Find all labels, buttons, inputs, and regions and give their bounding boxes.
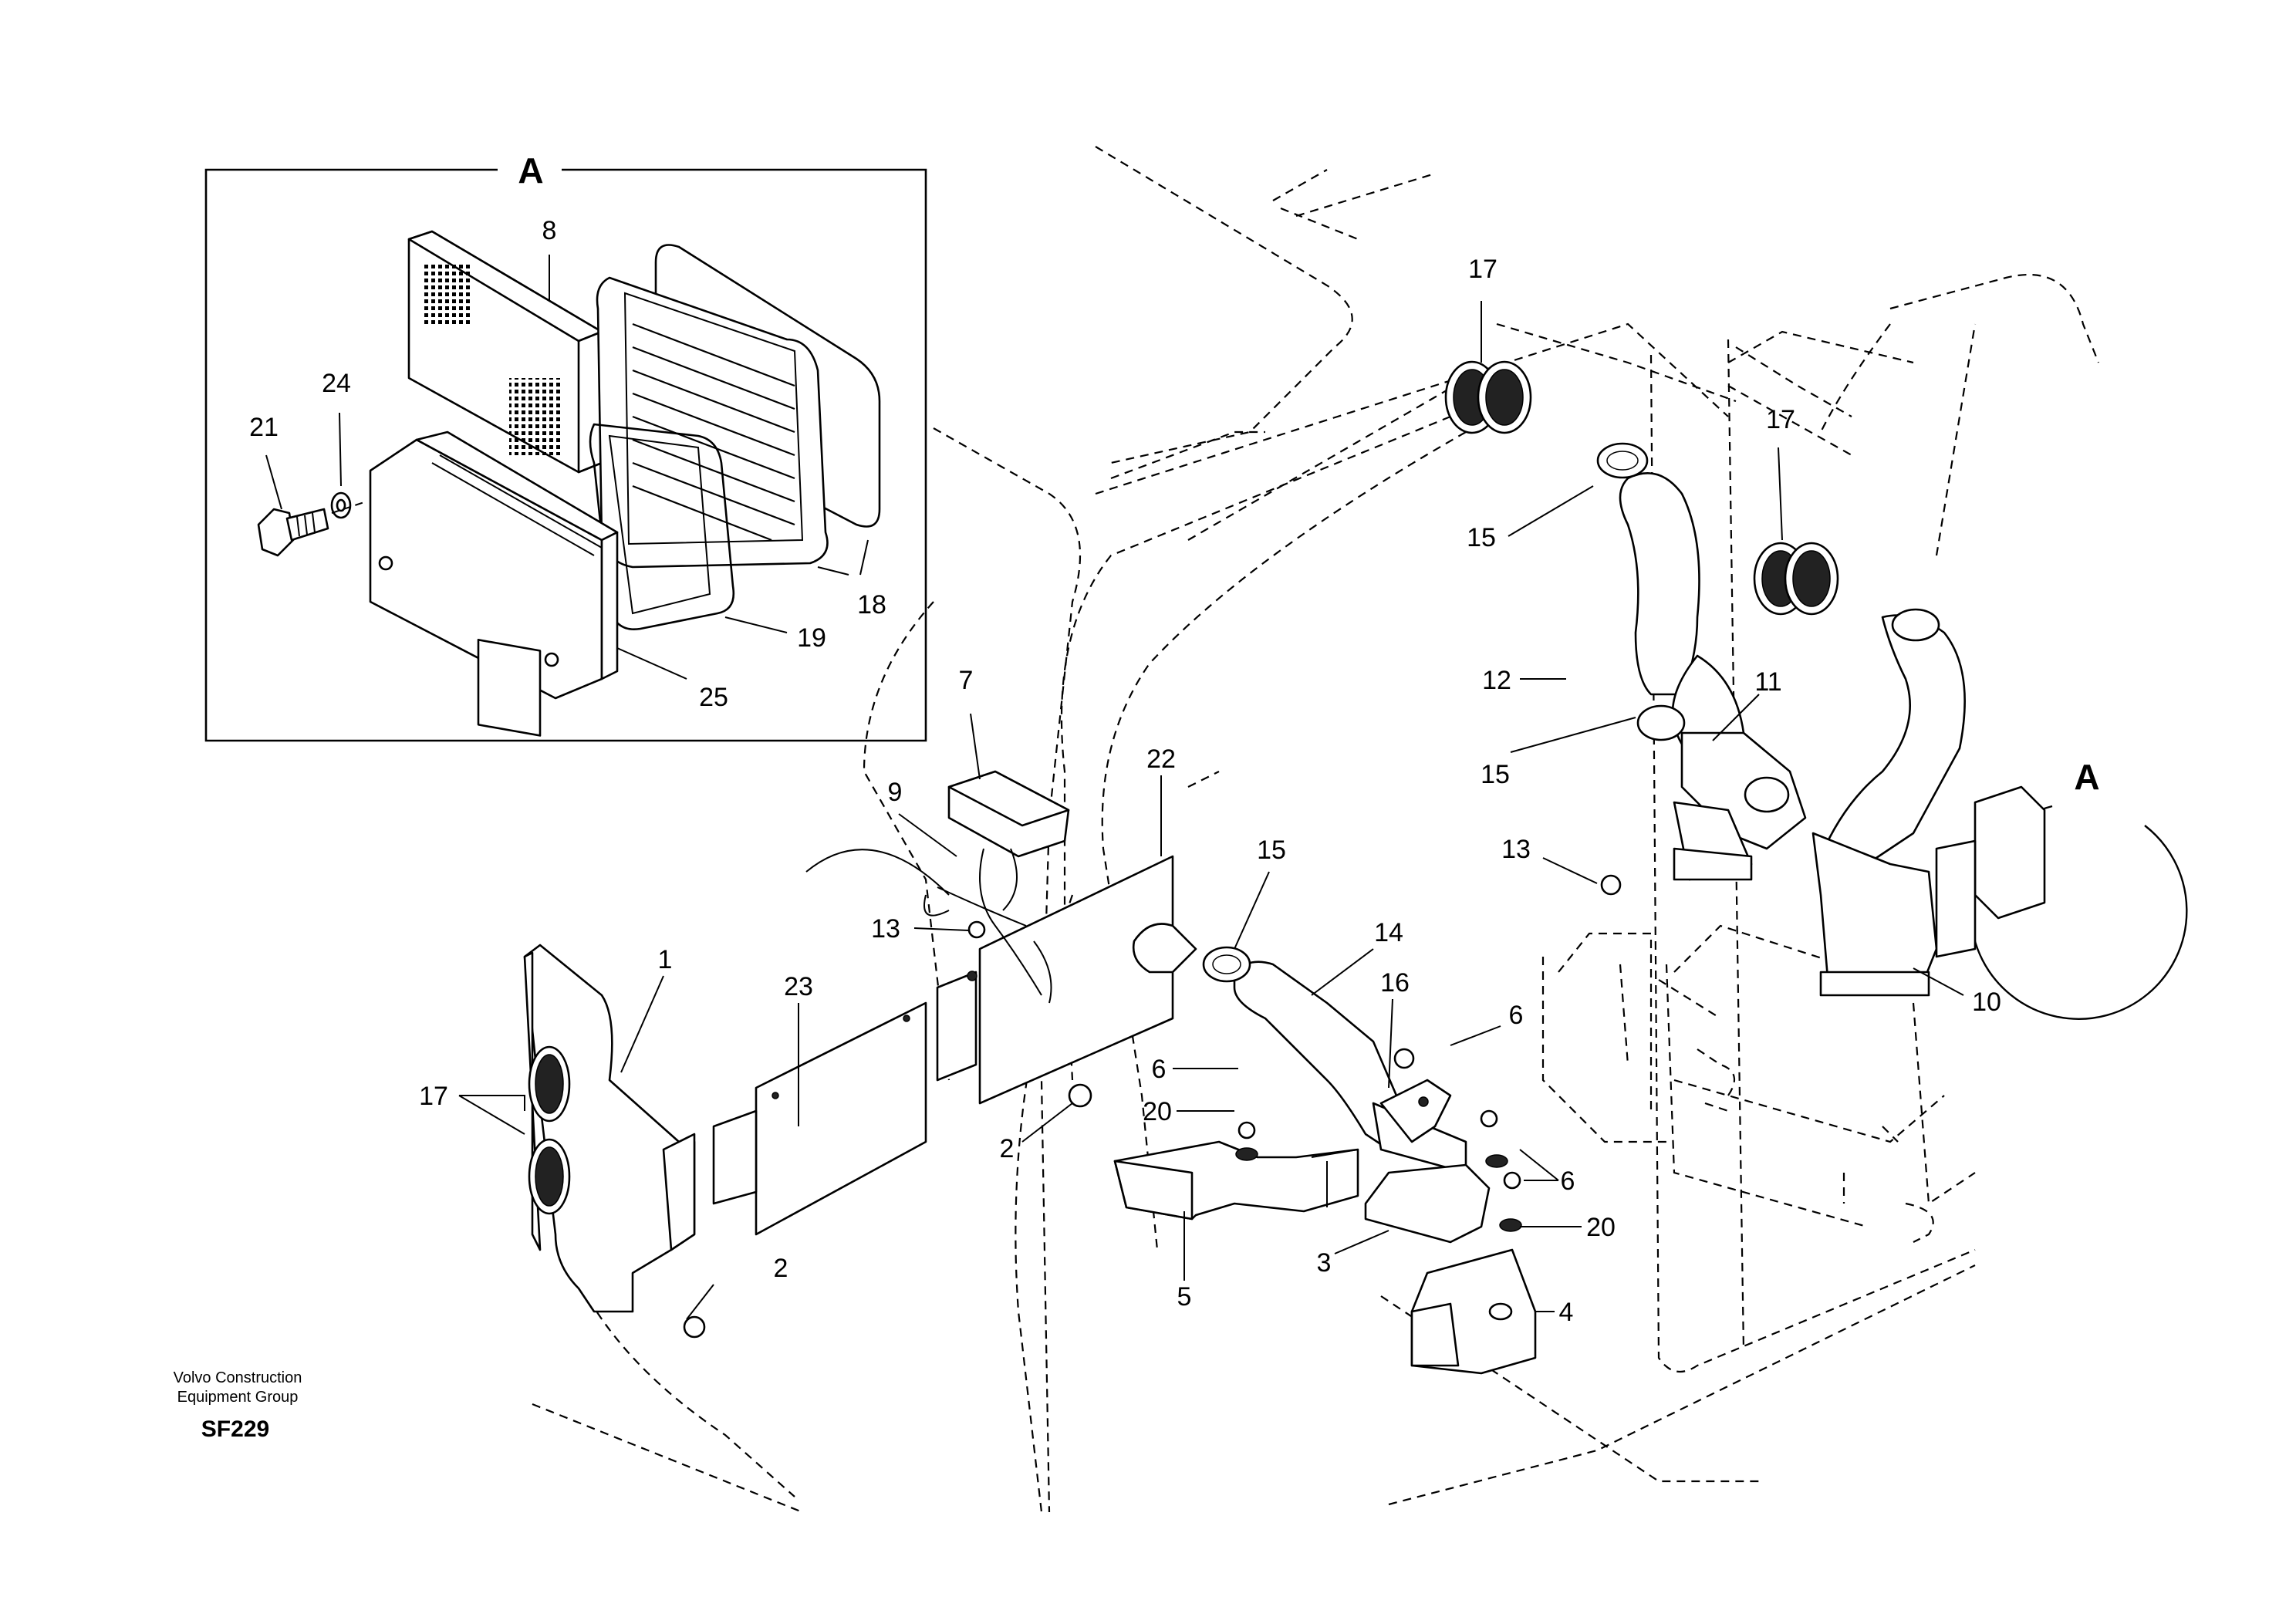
- callout-20-left: 20: [1143, 1097, 1172, 1126]
- callout-17-right: 17: [1766, 405, 1795, 434]
- part-22-panel: [936, 855, 1174, 1105]
- part-21-bolt: [257, 501, 367, 557]
- callout-24: 24: [322, 369, 351, 398]
- callout-23: 23: [784, 972, 813, 1001]
- footer-org-line2: Equipment Group: [177, 1389, 299, 1406]
- callout-13-left: 13: [871, 914, 900, 944]
- part-19-gasket: [589, 423, 735, 631]
- part-1-left-duct-housing: [523, 944, 696, 1313]
- callout-2-center: 2: [1000, 1134, 1015, 1163]
- callout-15-center: 15: [1257, 836, 1286, 865]
- callout-17-top: 17: [1468, 255, 1497, 284]
- callout-6-upper: 6: [1509, 1001, 1524, 1030]
- part-15-clamp-a: [1202, 946, 1251, 983]
- part-17-vents-upper: [1444, 360, 1839, 616]
- footer-drawing-code: SF229: [201, 1416, 269, 1442]
- footer-org-line1: Volvo Construction: [174, 1369, 302, 1386]
- callout-4: 4: [1559, 1298, 1574, 1327]
- callout-5: 5: [1177, 1282, 1192, 1312]
- callout-7: 7: [959, 666, 974, 695]
- callout-11: 11: [1754, 667, 1781, 697]
- callout-labels: 8 24 21 18 19 25 7 9 22 13 15 14 1 23 17…: [249, 216, 2001, 1327]
- callout-15-middle: 15: [1481, 760, 1510, 789]
- part-8-grille-panel: [407, 230, 603, 474]
- callout-6-left: 6: [1152, 1055, 1167, 1084]
- callout-16: 16: [1380, 968, 1410, 998]
- callout-6-right: 6: [1561, 1167, 1575, 1196]
- part-18-louvre-frame: [596, 244, 881, 569]
- inset-frame: A: [204, 150, 927, 742]
- callout-13-right: 13: [1501, 835, 1531, 864]
- callout-18: 18: [857, 590, 886, 620]
- footer: Volvo Construction Equipment Group SF229: [174, 1369, 302, 1442]
- callout-12: 12: [1482, 666, 1511, 695]
- callout-19: 19: [797, 623, 826, 653]
- perforation-pattern: [424, 262, 563, 455]
- fasteners: [683, 874, 1622, 1339]
- callout-20-right: 20: [1586, 1213, 1616, 1242]
- part-23-panel: [712, 1001, 927, 1236]
- callout-25: 25: [699, 683, 728, 712]
- louvre-slats: [632, 322, 795, 542]
- part-5-duct: [1113, 1140, 1359, 1221]
- callout-9: 9: [888, 778, 903, 807]
- callout-21: 21: [249, 413, 279, 442]
- part-10-hose-right: [1811, 614, 1966, 997]
- callout-17-left: 17: [419, 1082, 448, 1111]
- part-4-outlet: [1410, 1248, 1537, 1375]
- callout-15-top: 15: [1467, 523, 1496, 552]
- detail-marker-a: A: [1935, 757, 2188, 1020]
- part-25-control-box: [369, 430, 619, 737]
- inset-label: A: [518, 150, 543, 191]
- part-3-bracket: [1364, 1163, 1491, 1244]
- part-15-clamp-b: [1596, 442, 1940, 813]
- part-11-joint: [1673, 731, 1807, 881]
- callout-10: 10: [1972, 988, 2001, 1017]
- callout-8: 8: [542, 216, 557, 245]
- part-9-wire: [805, 849, 1027, 927]
- callout-1: 1: [658, 945, 673, 974]
- callout-3: 3: [1317, 1248, 1332, 1278]
- detail-marker-label: A: [2074, 757, 2099, 797]
- part-16-bracket: [1379, 1079, 1452, 1143]
- outlet-vents: [528, 1045, 571, 1215]
- callout-22: 22: [1146, 744, 1176, 774]
- callout-2-bottom: 2: [774, 1254, 788, 1283]
- leader-lines: [265, 255, 1964, 1320]
- callout-14: 14: [1374, 918, 1403, 947]
- part-24-washer: [330, 491, 352, 519]
